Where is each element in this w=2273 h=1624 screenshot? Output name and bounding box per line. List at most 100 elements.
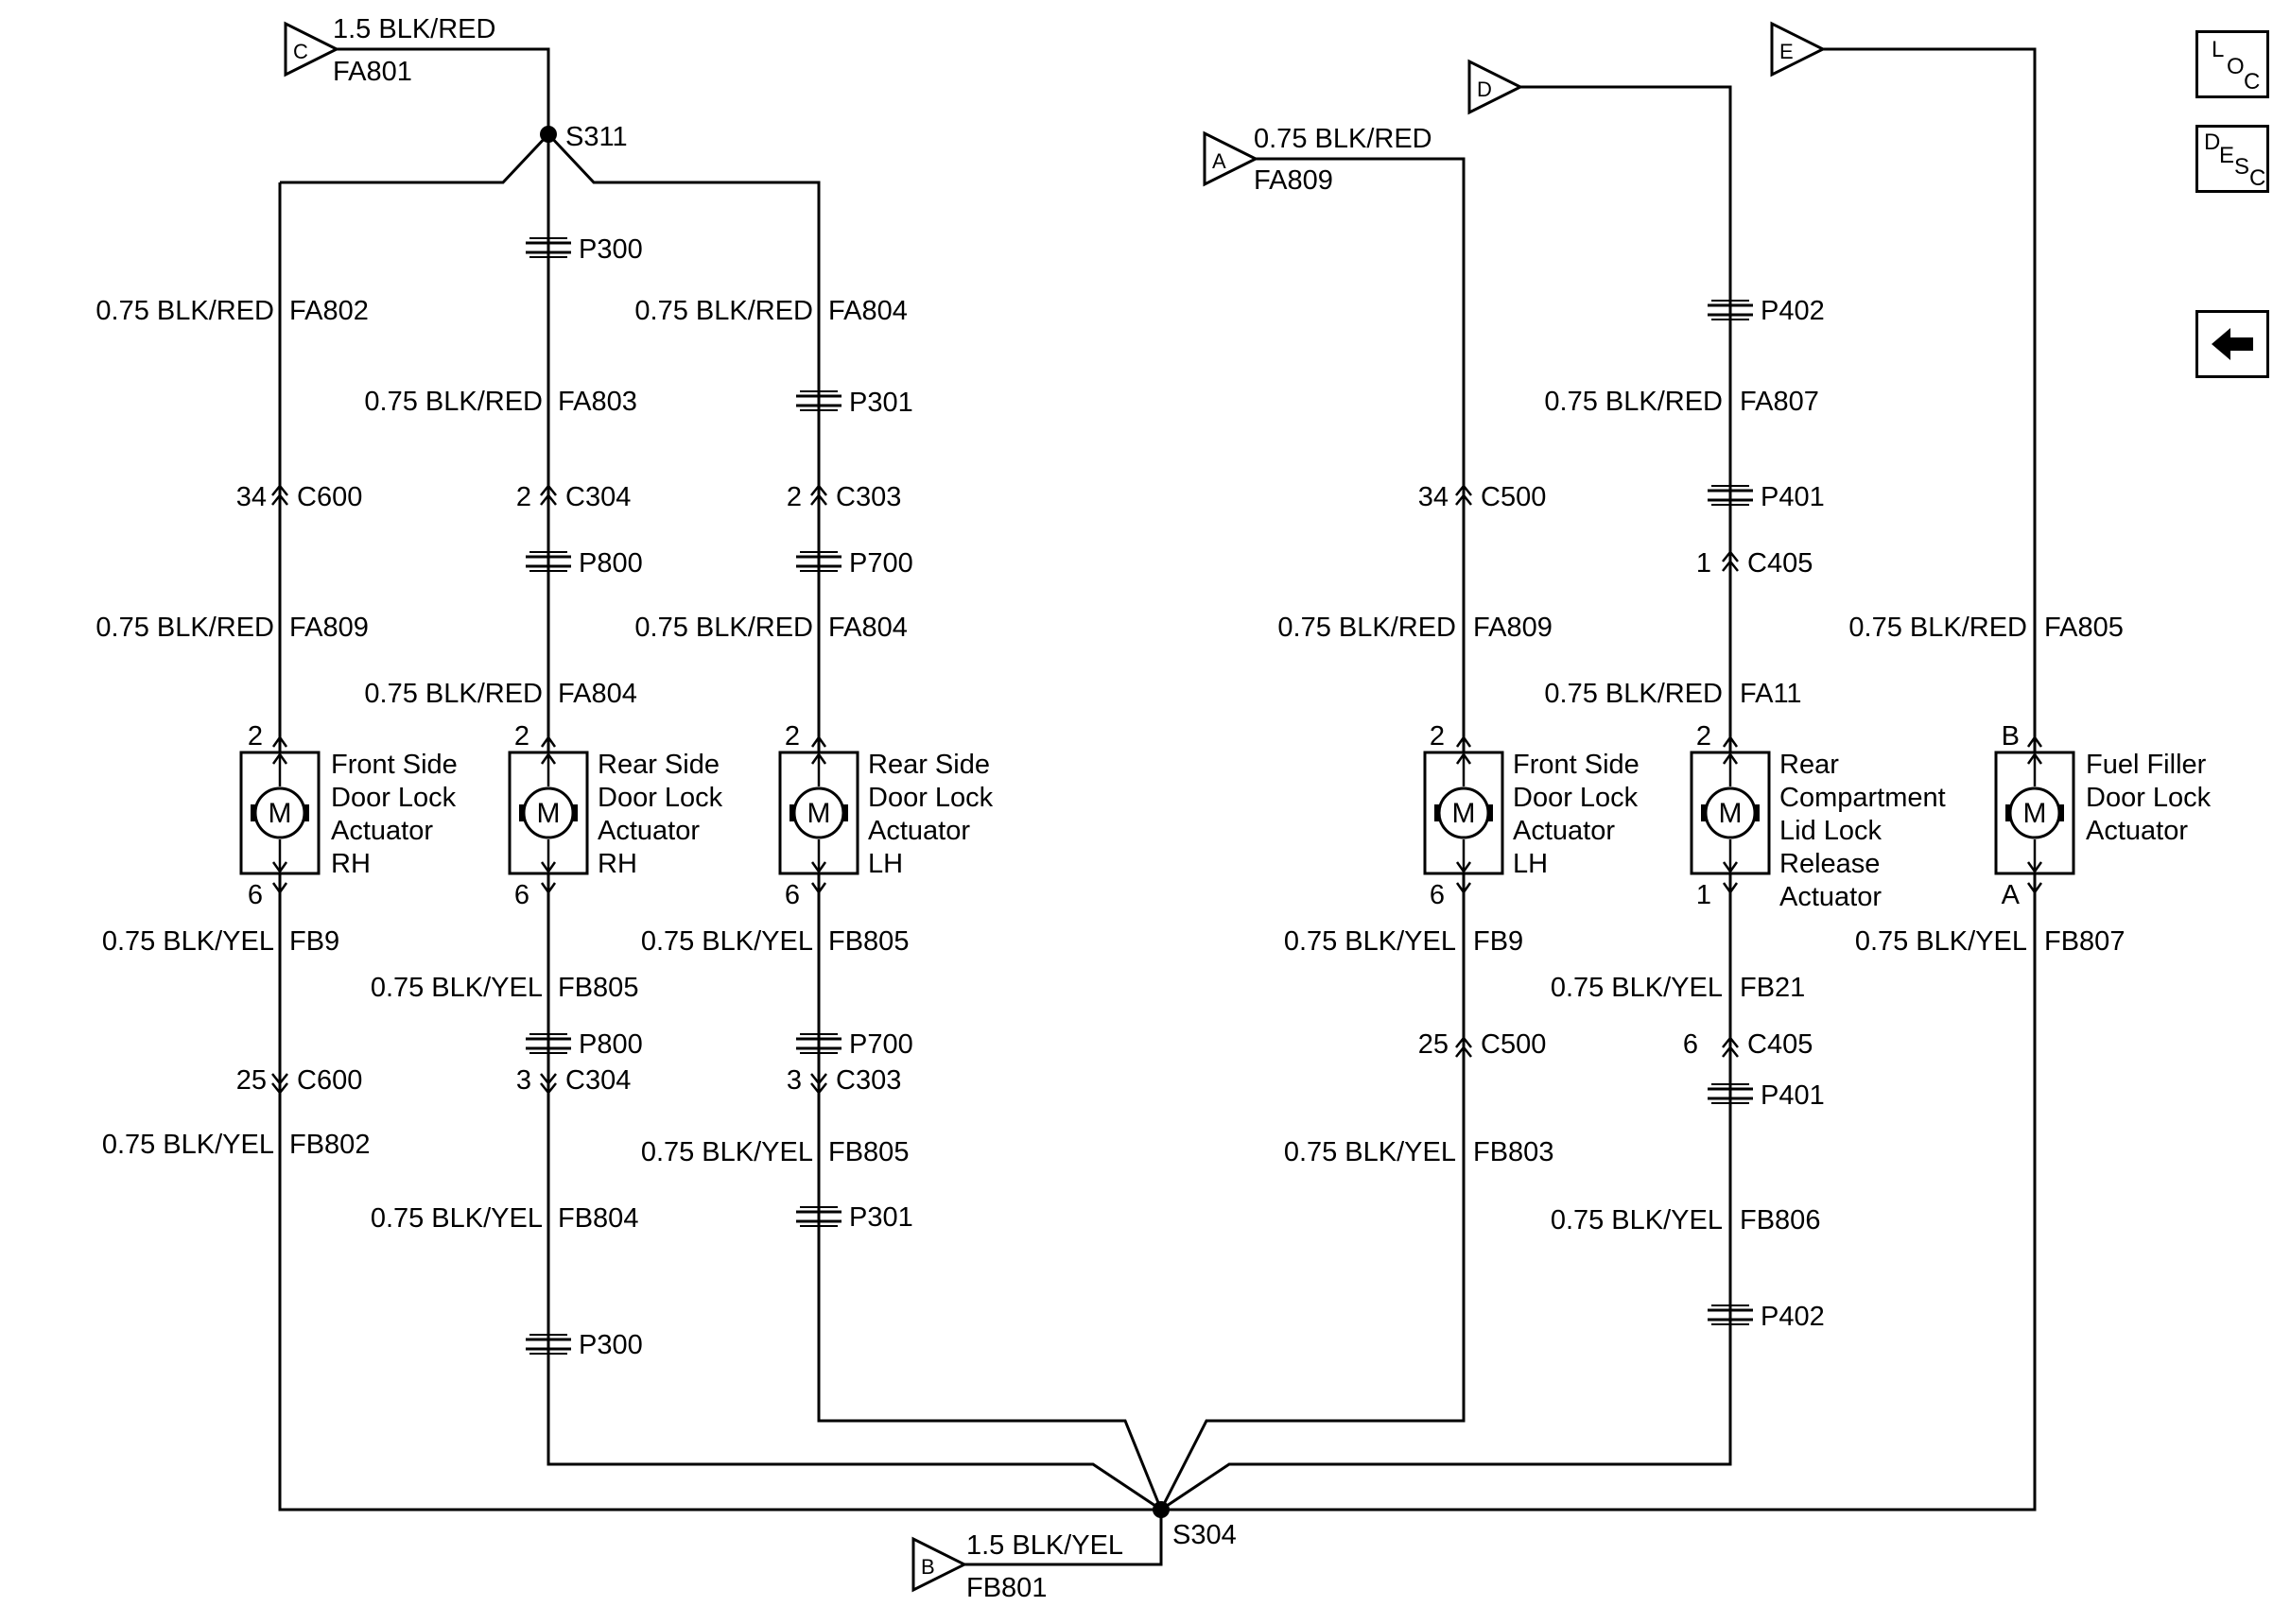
pin-label: 2 [785, 721, 800, 752]
circuit-label: FB804 [558, 1203, 638, 1234]
circuit-label: FA804 [828, 296, 908, 326]
flag-letter: B [921, 1555, 935, 1579]
wire-label: 0.75 BLK/RED [364, 679, 543, 709]
back-button[interactable] [2195, 310, 2269, 378]
circuit-label: FA804 [828, 613, 908, 643]
circuit-label: FB807 [2044, 926, 2125, 957]
splice-s304-dot [1153, 1501, 1170, 1518]
actuator-label-line: Door Lock [1513, 783, 1639, 813]
circuit-label: FB9 [1473, 926, 1523, 957]
actuator-label-line: Rear [1779, 750, 1839, 780]
actuator-label-line: RH [331, 849, 371, 879]
actuator-label-line: Release [1779, 849, 1880, 879]
connector-label: C500 [1481, 482, 1546, 512]
inline-connector-label: P800 [579, 548, 643, 579]
wire-label: 0.75 BLK/RED [1254, 124, 1432, 154]
actuator-rear-compartment-lid-lock-release[interactable]: M [1690, 751, 1771, 875]
circuit-label: FB9 [289, 926, 339, 957]
pin-label: 2 [1696, 721, 1711, 752]
loc-letter: C [2244, 69, 2261, 95]
connector-pin: 25 [1418, 1029, 1449, 1060]
wire-label: 0.75 BLK/RED [1544, 679, 1723, 709]
wire-label: 0.75 BLK/RED [1848, 613, 2027, 643]
input-flag-b[interactable]: B [911, 1537, 966, 1592]
input-flag-a[interactable]: A [1203, 131, 1258, 186]
pin-label: 1 [1696, 880, 1711, 910]
actuator-label-line: Fuel Filler [2086, 750, 2207, 780]
connector-pin: 2 [787, 482, 802, 512]
circuit-label: FA802 [289, 296, 369, 326]
connector-pin: 34 [1418, 482, 1449, 512]
connector-pin: 3 [787, 1065, 802, 1096]
wire-label: 0.75 BLK/RED [1277, 613, 1456, 643]
actuator-label-line: Actuator [2086, 816, 2188, 846]
circuit-label: FB805 [828, 1137, 909, 1167]
wire-label: 0.75 BLK/YEL [371, 973, 543, 1003]
splice-label-s304: S304 [1172, 1520, 1237, 1550]
wire-label: 0.75 BLK/YEL [1284, 926, 1456, 957]
actuator-label-line: Door Lock [331, 783, 457, 813]
wire-label: 0.75 BLK/YEL [1551, 1205, 1723, 1235]
pin-label: 2 [248, 721, 263, 752]
actuator-fuel-filler-door-lock[interactable]: M [1994, 751, 2075, 875]
connector-label: C405 [1747, 548, 1813, 579]
location-button[interactable]: L O C [2195, 30, 2269, 98]
input-flag-d[interactable]: D [1467, 60, 1522, 114]
connector-pin: 34 [236, 482, 267, 512]
wire-label: 0.75 BLK/RED [634, 296, 813, 326]
actuator-front-side-door-lock-lh[interactable]: M [1423, 751, 1504, 875]
motor-icon: M [807, 798, 831, 829]
wire-label: 0.75 BLK/YEL [102, 1130, 274, 1160]
back-arrow-icon [2212, 328, 2253, 360]
input-flag-c[interactable]: C [284, 22, 338, 77]
circuit-label: FB21 [1740, 973, 1805, 1003]
connector-pin: 3 [516, 1065, 531, 1096]
connector-pin: 2 [516, 482, 531, 512]
actuator-label-line: Front Side [1513, 750, 1640, 780]
wire-label: 0.75 BLK/YEL [102, 926, 274, 957]
inline-connector-label: P301 [849, 388, 913, 418]
loc-letter: O [2227, 54, 2245, 79]
pin-label: 6 [1430, 880, 1445, 910]
motor-icon: M [2023, 798, 2047, 829]
flag-letter: D [1477, 78, 1492, 101]
wire-label: 0.75 BLK/YEL [371, 1203, 543, 1234]
circuit-label: FB805 [828, 926, 909, 957]
inline-connector-label: P300 [579, 1330, 643, 1360]
desc-letter: E [2219, 143, 2235, 168]
inline-connector-label: P800 [579, 1029, 643, 1060]
connector-label: C600 [297, 482, 362, 512]
circuit-label: FA809 [1473, 613, 1553, 643]
wire-label: 0.75 BLK/RED [1544, 387, 1723, 417]
actuator-label-line: Actuator [331, 816, 433, 846]
actuator-label-line: Lid Lock [1779, 816, 1883, 846]
flag-letter: E [1779, 40, 1794, 63]
connector-label: C303 [836, 1065, 901, 1096]
connector-label: C303 [836, 482, 901, 512]
desc-letter: C [2249, 165, 2266, 191]
circuit-label: FB802 [289, 1130, 370, 1160]
connector-pin: 6 [1683, 1029, 1698, 1060]
pin-label: A [2002, 880, 2021, 910]
connector-pin: 25 [236, 1065, 267, 1096]
circuit-label: FA805 [2044, 613, 2124, 643]
actuator-rear-side-door-lock-lh[interactable]: M [778, 751, 859, 875]
inline-connector-label: P700 [849, 548, 913, 579]
inline-connector-label: P301 [849, 1202, 913, 1233]
input-flag-e[interactable]: E [1770, 22, 1825, 77]
wire-label: 0.75 BLK/RED [95, 296, 274, 326]
actuator-front-side-door-lock-rh[interactable]: M [239, 751, 321, 875]
actuator-rear-side-door-lock-rh[interactable]: M [508, 751, 589, 875]
wire-label: 0.75 BLK/YEL [641, 926, 813, 957]
motor-icon: M [1452, 798, 1476, 829]
pin-label: 6 [248, 880, 263, 910]
circuit-label: FB801 [966, 1573, 1047, 1603]
flag-letter: A [1212, 149, 1226, 173]
desc-letter: S [2234, 154, 2250, 180]
description-button[interactable]: D E S C [2195, 125, 2269, 193]
pin-label: B [2002, 721, 2020, 752]
pin-label: 2 [514, 721, 529, 752]
actuator-label-line: Compartment [1779, 783, 1946, 813]
connector-pin: 1 [1696, 548, 1711, 579]
